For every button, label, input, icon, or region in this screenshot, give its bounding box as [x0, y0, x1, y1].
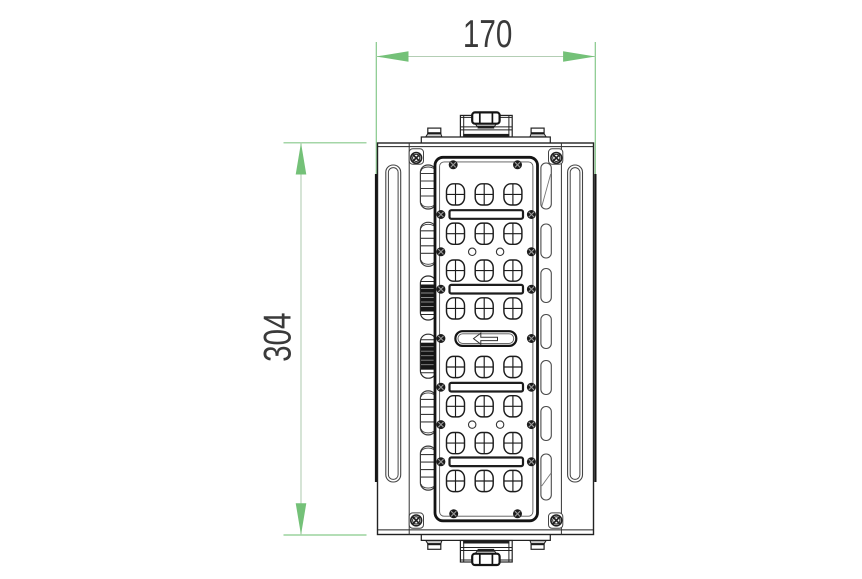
- svg-text:304: 304: [257, 312, 300, 361]
- svg-text:170: 170: [463, 13, 512, 56]
